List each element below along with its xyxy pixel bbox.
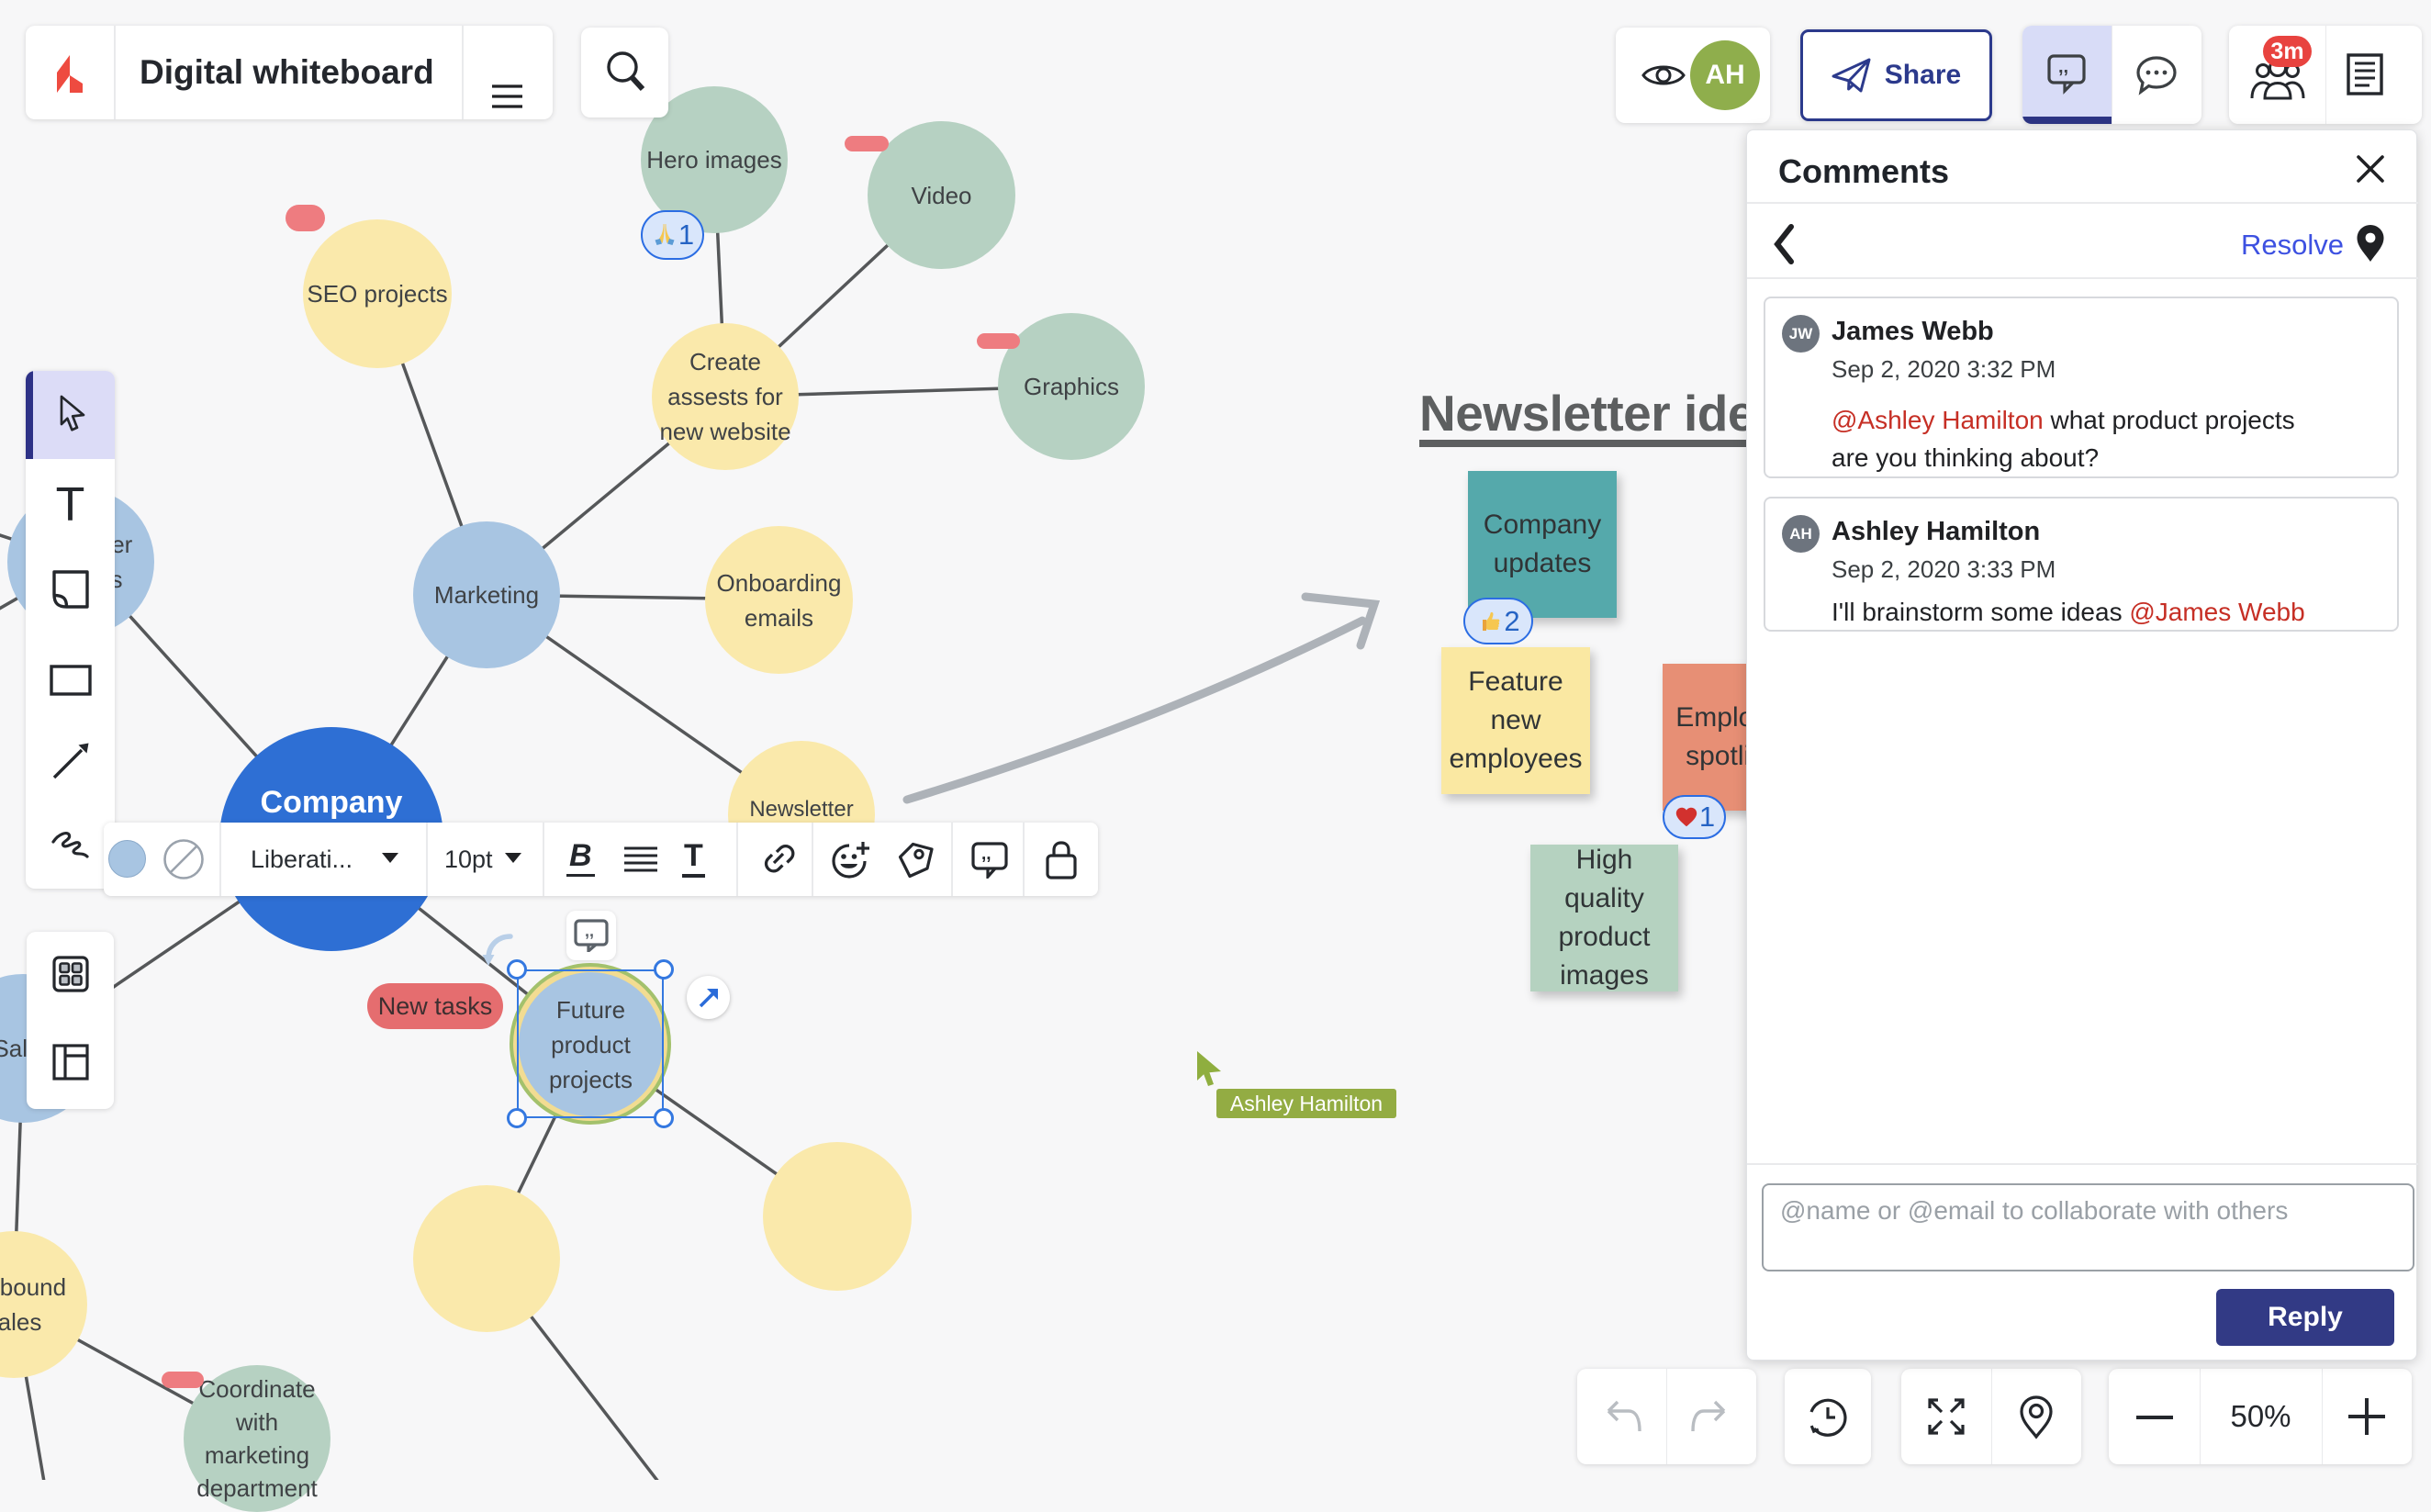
svg-text:,,: ,, bbox=[585, 922, 594, 940]
svg-text:,,: ,, bbox=[2058, 57, 2068, 77]
svg-text:,,: ,, bbox=[981, 845, 991, 864]
